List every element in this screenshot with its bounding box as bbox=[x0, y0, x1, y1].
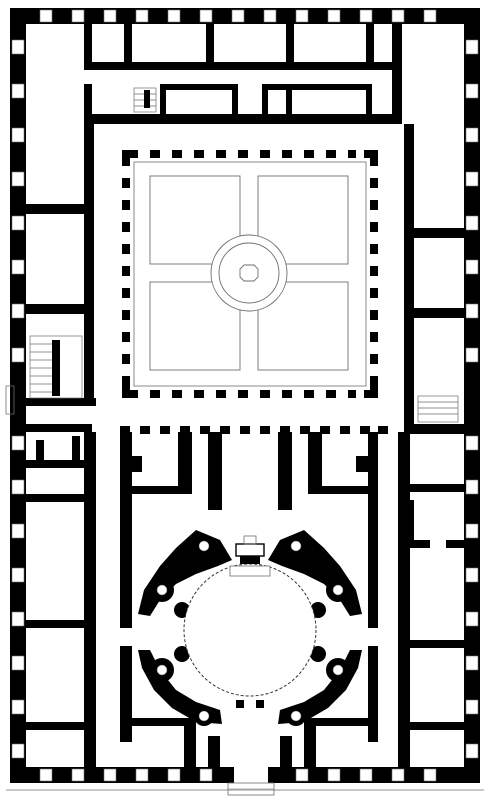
west-range-walls bbox=[26, 124, 96, 406]
west-stair bbox=[29, 335, 83, 399]
north-range-walls bbox=[84, 24, 402, 124]
main-entrance bbox=[234, 767, 268, 783]
cloister-openings bbox=[122, 150, 378, 398]
outer-wall-windows bbox=[11, 9, 479, 782]
south-block-walls bbox=[26, 424, 466, 768]
rotunda-altar bbox=[229, 535, 271, 577]
courtyard-step bbox=[133, 161, 367, 387]
rotunda-niches bbox=[156, 540, 344, 722]
east-stair bbox=[417, 395, 459, 423]
rotunda-hall bbox=[183, 563, 317, 697]
east-range-walls bbox=[404, 124, 466, 434]
courtyard-garden bbox=[149, 175, 349, 371]
south-axis-passage bbox=[236, 700, 264, 708]
